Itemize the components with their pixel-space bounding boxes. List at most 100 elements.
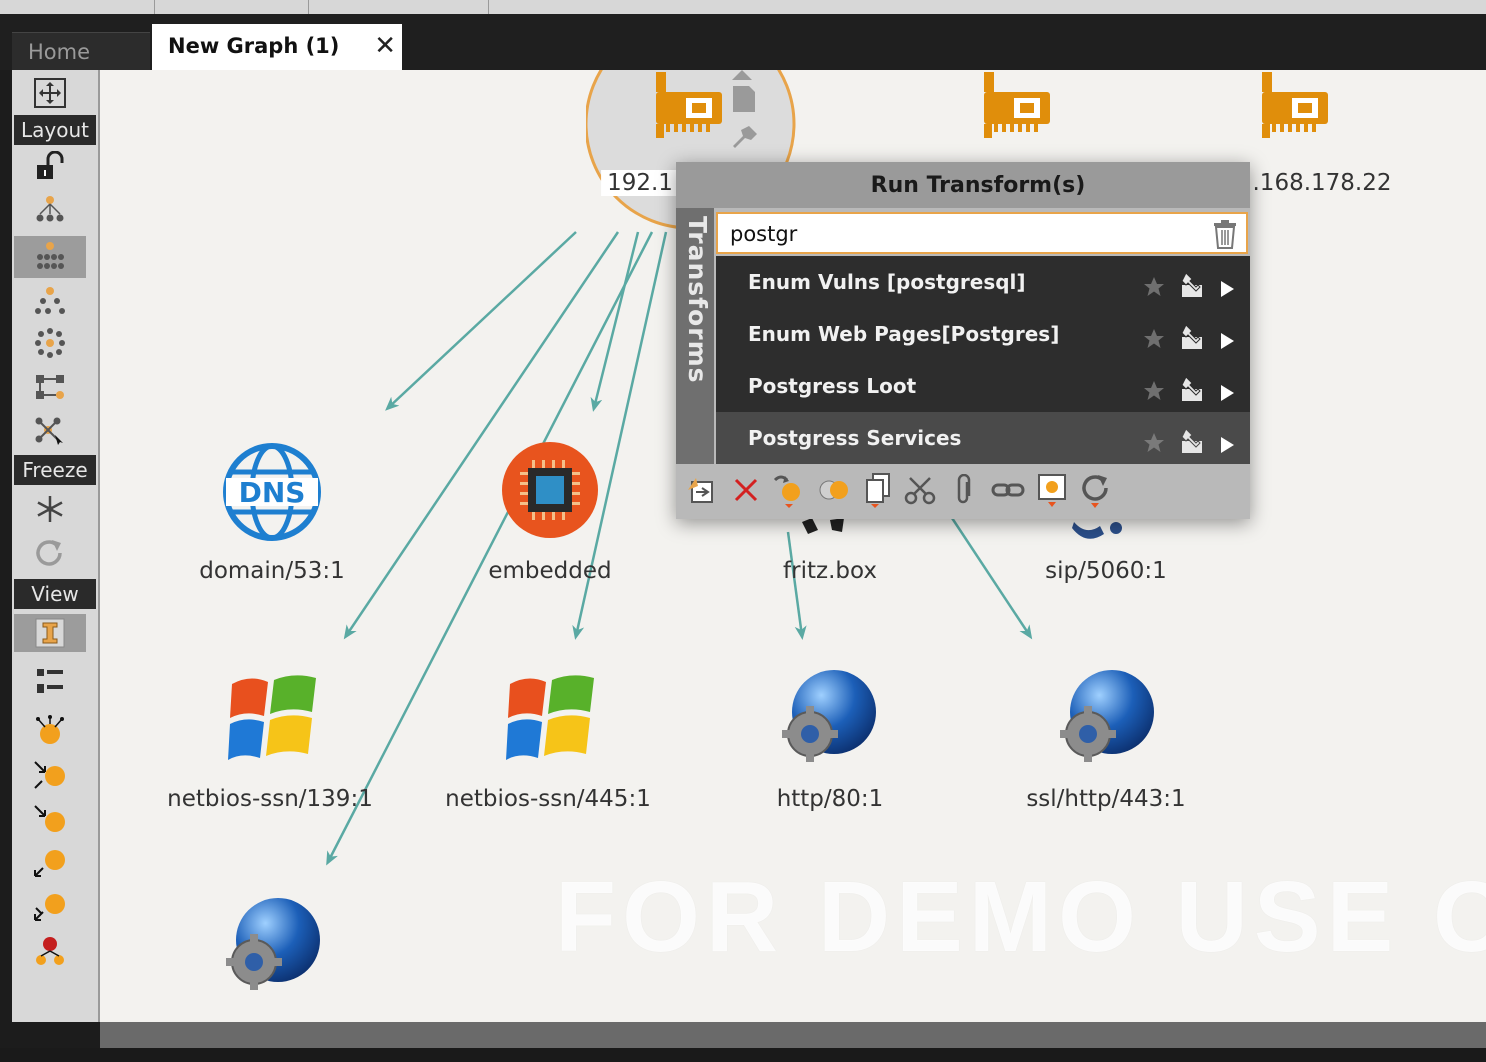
unlock-icon[interactable]: [30, 150, 70, 184]
transform-settings-wrench-icon[interactable]: [1178, 370, 1206, 422]
windows-logo-icon[interactable]: [504, 670, 596, 774]
layout-minimize-crossing-icon[interactable]: [30, 414, 70, 448]
view-links-icon[interactable]: [30, 890, 70, 924]
transform-item-label: Enum Web Pages[Postgres]: [748, 322, 1060, 346]
change-type-icon[interactable]: [770, 472, 806, 508]
transform-item-label: Enum Vulns [postgresql]: [748, 270, 1026, 294]
network-card-icon[interactable]: [652, 70, 726, 142]
transform-settings-wrench-icon[interactable]: [1178, 422, 1206, 474]
globe-gear-icon[interactable]: [1056, 668, 1158, 772]
run-transform-play-icon[interactable]: [1218, 422, 1236, 474]
view-section-label: View: [14, 579, 96, 609]
export-entity-icon[interactable]: [682, 472, 718, 508]
node-label: ssl/http/443:1: [1026, 786, 1186, 812]
svg-text:DNS: DNS: [239, 476, 306, 509]
edge-to-netbios-445: [572, 231, 668, 640]
transform-item-enum-vulns[interactable]: Enum Vulns [postgresql]: [716, 256, 1250, 308]
transform-search-box: [716, 212, 1248, 254]
merge-entities-icon[interactable]: [816, 472, 852, 508]
rerun-transform-icon[interactable]: [1078, 472, 1114, 508]
graph-edges: [326, 231, 1033, 866]
favorite-star-icon[interactable]: [1142, 370, 1166, 422]
globe-gear-icon[interactable]: [222, 896, 324, 1000]
favorite-star-icon[interactable]: [1142, 318, 1166, 370]
view-neighbors-icon[interactable]: [30, 846, 70, 880]
favorite-star-icon[interactable]: [1142, 266, 1166, 318]
view-selected-node-icon[interactable]: [30, 714, 70, 748]
edge-to-embedded: [590, 231, 640, 412]
node-label: netbios-ssn/139:1: [167, 786, 373, 812]
favorite-star-icon[interactable]: [1142, 422, 1166, 474]
edge-to-domain: [385, 231, 577, 411]
transform-item-postgress-services[interactable]: Postgress Services: [716, 412, 1250, 464]
close-tab-icon[interactable]: ✕: [374, 31, 396, 61]
edge-to-netbios-139: [343, 231, 620, 640]
node-label: embedded: [488, 558, 612, 584]
edge-to-ssl-443: [950, 517, 1033, 640]
horizontal-scrollbar[interactable]: [100, 1022, 1486, 1048]
transform-item-label: Postgress Services: [748, 426, 962, 450]
transforms-side-label: Transforms: [683, 216, 712, 384]
transform-settings-wrench-icon[interactable]: [1178, 318, 1206, 370]
layout-block-icon[interactable]: [14, 236, 86, 278]
select-entity-icon[interactable]: [1034, 472, 1070, 508]
node-label: sip/5060:1: [1045, 558, 1167, 584]
delete-x-icon[interactable]: [728, 472, 764, 508]
copy-icon[interactable]: [860, 472, 896, 508]
transforms-side-tab[interactable]: Transforms: [676, 208, 714, 464]
move-icon[interactable]: [30, 76, 70, 110]
demo-watermark: FOR DEMO USE ONLY: [555, 861, 1486, 973]
chip-icon[interactable]: [500, 440, 600, 544]
window-top-strip: [0, 0, 1486, 15]
attachment-clip-icon[interactable]: [946, 472, 982, 508]
dns-globe-icon[interactable]: DNS: [222, 442, 322, 546]
node-label: domain/53:1: [199, 558, 345, 584]
layout-section-label: Layout: [14, 115, 96, 145]
link-icon[interactable]: [990, 472, 1026, 508]
list-view-icon[interactable]: [30, 664, 70, 698]
layout-hierarchical-icon[interactable]: [30, 192, 70, 226]
freeze-snowflake-icon[interactable]: [30, 492, 70, 526]
window-bottom-strip: [0, 1048, 1486, 1062]
layout-tree-icon[interactable]: [30, 284, 70, 318]
phone-icon[interactable]: [1070, 516, 1140, 544]
run-transform-play-icon[interactable]: [1218, 318, 1236, 370]
run-transform-play-icon[interactable]: [1218, 266, 1236, 318]
tab-new-graph-label: New Graph (1): [168, 34, 340, 58]
clear-search-trash-icon[interactable]: [1212, 219, 1238, 253]
view-path-icon[interactable]: [30, 934, 70, 968]
transform-settings-wrench-icon[interactable]: [1178, 266, 1206, 318]
view-incoming-icon[interactable]: [30, 758, 70, 792]
network-card-icon[interactable]: [1258, 70, 1332, 142]
run-transforms-popup: Run Transform(s) Transforms Enum Vulns […: [676, 162, 1250, 519]
edge-to-lower-http: [326, 231, 654, 866]
layout-interactive-icon[interactable]: [30, 370, 70, 404]
transform-list: Enum Vulns [postgresql] Enum Web Pages[P…: [716, 256, 1250, 464]
transform-item-postgress-loot[interactable]: Postgress Loot: [716, 360, 1250, 412]
graph-tools-sidebar: Layout Freeze View: [12, 70, 100, 1022]
transform-item-label: Postgress Loot: [748, 374, 917, 398]
view-outgoing-icon[interactable]: [30, 802, 70, 836]
node-label: fritz.box: [783, 558, 877, 584]
globe-gear-icon[interactable]: [778, 668, 880, 772]
tab-bar: Home New Graph (1) ✕: [0, 14, 1486, 70]
view-bookmark-icon[interactable]: [14, 614, 86, 652]
run-transform-play-icon[interactable]: [1218, 370, 1236, 422]
windows-logo-icon[interactable]: [226, 670, 318, 774]
node-label: http/80:1: [776, 786, 884, 812]
device-icon[interactable]: [800, 516, 870, 544]
cut-scissors-icon[interactable]: [902, 472, 938, 508]
refresh-icon[interactable]: [30, 536, 70, 570]
network-card-icon[interactable]: [980, 70, 1054, 142]
node-label: 192.1: [601, 170, 679, 196]
top-strip-segment: [154, 0, 309, 14]
top-strip-segment: [308, 0, 489, 14]
node-context-icons[interactable]: [728, 70, 762, 166]
node-label: .168.178.22: [1252, 170, 1392, 196]
layout-organic-icon[interactable]: [30, 326, 70, 360]
transform-item-enum-web-pages[interactable]: Enum Web Pages[Postgres]: [716, 308, 1250, 360]
tab-new-graph[interactable]: New Graph (1) ✕: [152, 24, 402, 70]
tab-home[interactable]: Home: [12, 32, 150, 70]
transform-search-input[interactable]: [728, 218, 1202, 250]
freeze-section-label: Freeze: [14, 455, 96, 485]
